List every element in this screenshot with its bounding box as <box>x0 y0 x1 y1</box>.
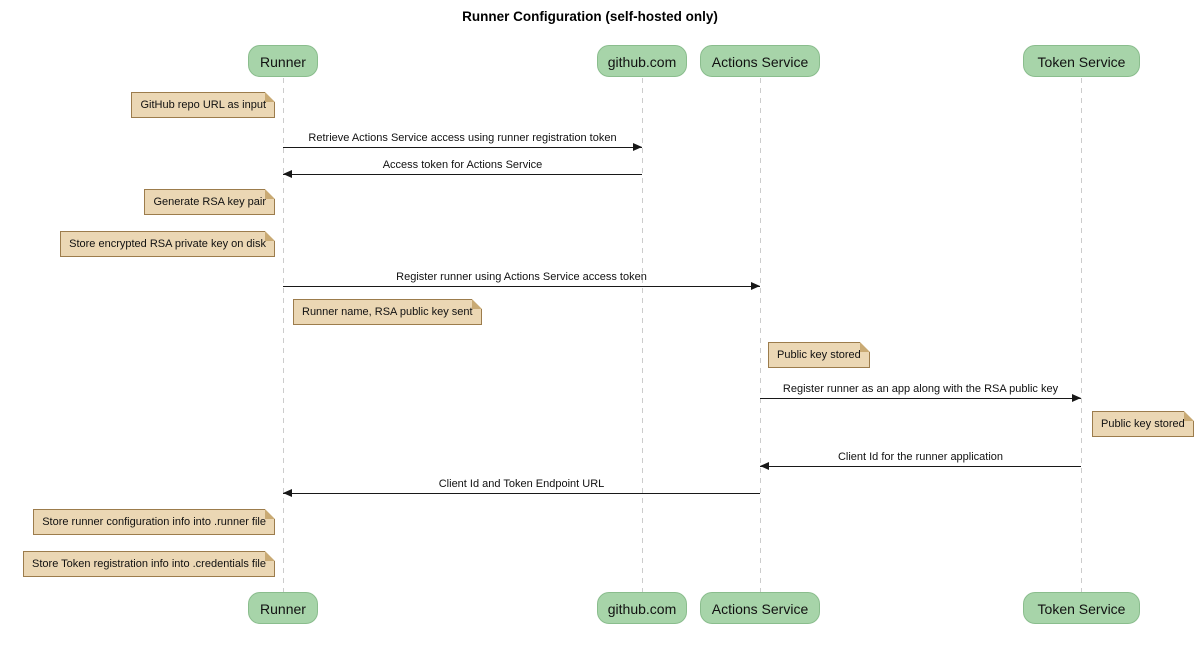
message-client-id-for-runner-app: Client Id for the runner application <box>760 450 1081 470</box>
message-label: Register runner using Actions Service ac… <box>396 271 647 283</box>
message-register-runner: Register runner using Actions Service ac… <box>283 270 760 290</box>
note-github-repo-url-input: GitHub repo URL as input <box>131 92 275 118</box>
note-public-key-stored-actions: Public key stored <box>768 342 870 368</box>
arrow-left-icon <box>283 489 760 497</box>
message-label: Client Id and Token Endpoint URL <box>438 478 605 490</box>
note-runner-name-public-key-sent: Runner name, RSA public key sent <box>293 299 482 325</box>
participant-actions-service-bottom: Actions Service <box>700 592 820 624</box>
note-generate-rsa-key-pair: Generate RSA key pair <box>144 189 275 215</box>
arrow-left-icon <box>760 462 1081 470</box>
lifeline-github <box>642 78 643 592</box>
message-label: Retrieve Actions Service access using ru… <box>308 132 617 144</box>
note-store-encrypted-private-key: Store encrypted RSA private key on disk <box>60 231 275 257</box>
message-label: Register runner as an app along with the… <box>782 383 1059 395</box>
participant-github-bottom: github.com <box>597 592 687 624</box>
lifeline-actions-service <box>760 78 761 592</box>
message-label: Client Id for the runner application <box>837 451 1004 463</box>
participant-actions-service-top: Actions Service <box>700 45 820 77</box>
diagram-title: Runner Configuration (self-hosted only) <box>462 9 718 24</box>
participant-github-top: github.com <box>597 45 687 77</box>
note-public-key-stored-token: Public key stored <box>1092 411 1194 437</box>
message-retrieve-actions-access: Retrieve Actions Service access using ru… <box>283 131 642 151</box>
lifeline-token-service <box>1081 78 1082 592</box>
participant-token-service-top: Token Service <box>1023 45 1140 77</box>
arrow-right-icon <box>760 394 1081 402</box>
note-store-runner-config: Store runner configuration info into .ru… <box>33 509 275 535</box>
message-client-id-token-endpoint: Client Id and Token Endpoint URL <box>283 477 760 497</box>
message-label: Access token for Actions Service <box>382 159 543 171</box>
participant-runner-bottom: Runner <box>248 592 318 624</box>
participant-runner-top: Runner <box>248 45 318 77</box>
arrow-left-icon <box>283 170 642 178</box>
lifeline-runner <box>283 78 284 592</box>
participant-token-service-bottom: Token Service <box>1023 592 1140 624</box>
note-store-token-registration: Store Token registration info into .cred… <box>23 551 275 577</box>
message-access-token-for-actions: Access token for Actions Service <box>283 158 642 178</box>
arrow-right-icon <box>283 282 760 290</box>
arrow-right-icon <box>283 143 642 151</box>
message-register-runner-as-app: Register runner as an app along with the… <box>760 382 1081 402</box>
